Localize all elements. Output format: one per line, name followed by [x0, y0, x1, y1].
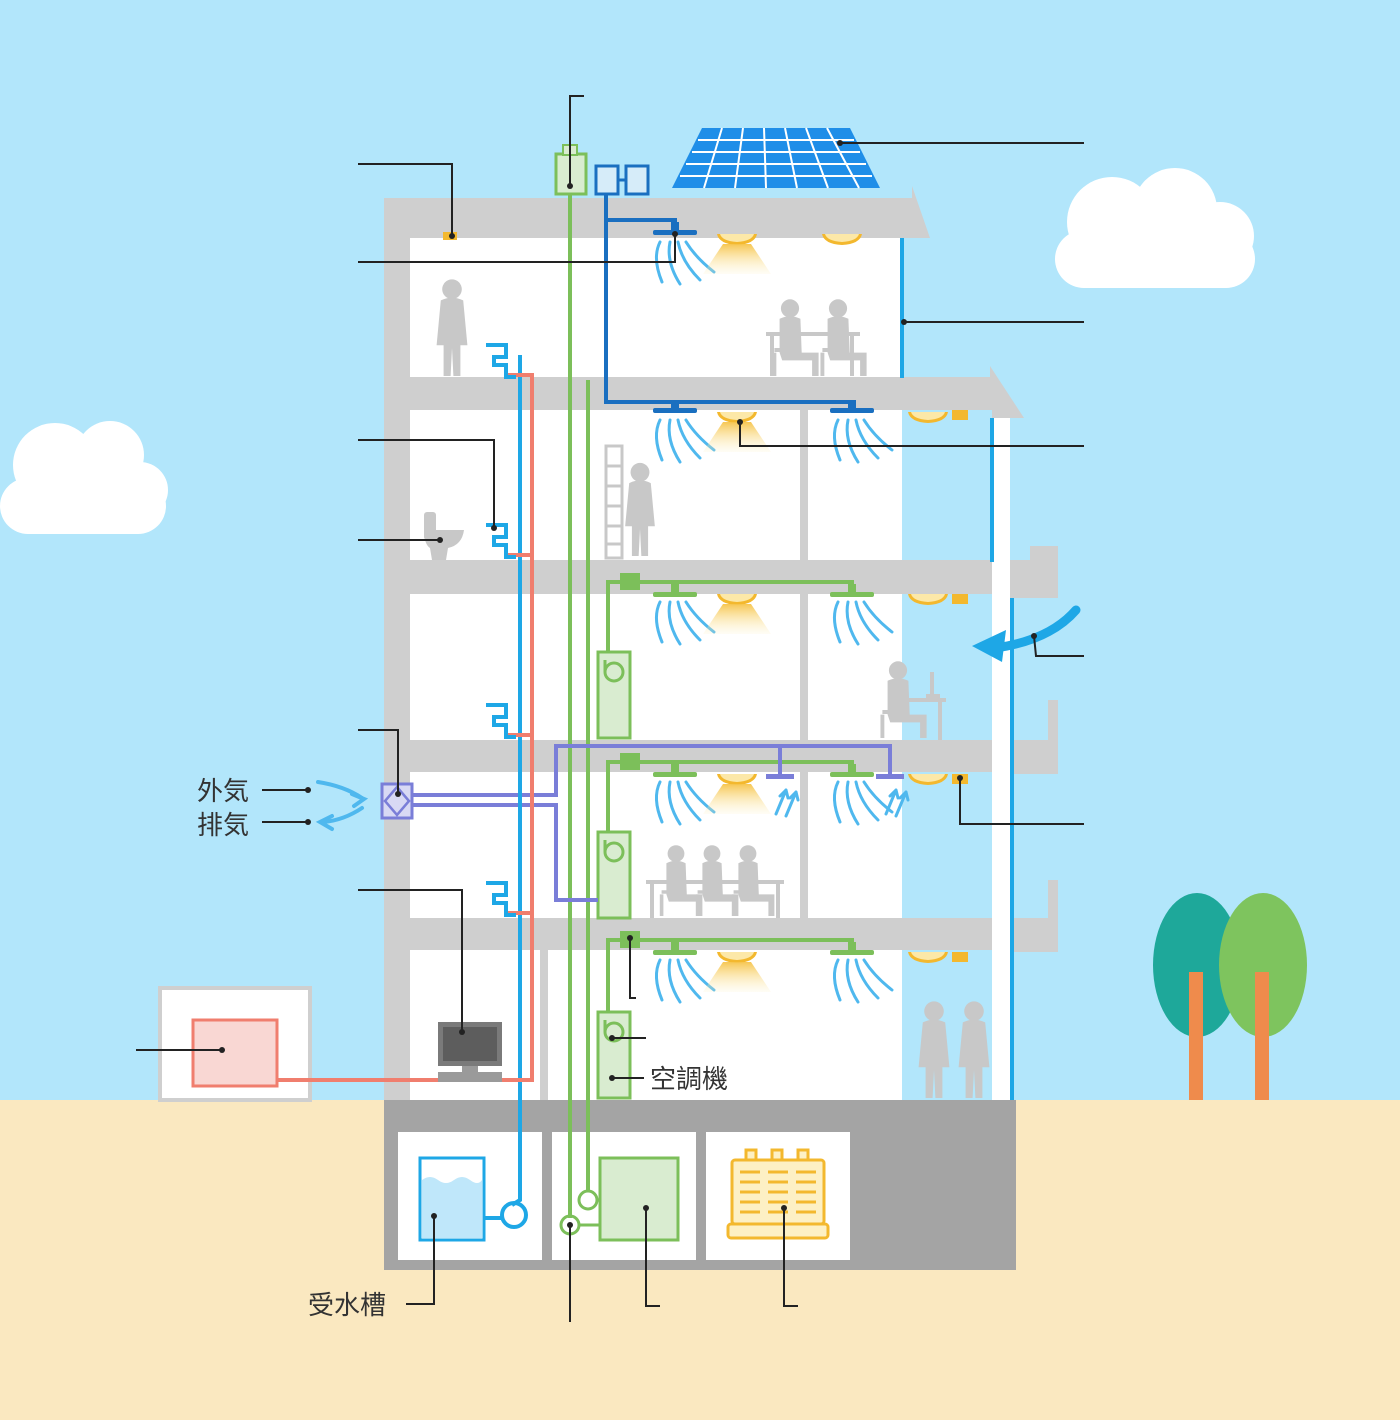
leader-dots: [219, 140, 1037, 1228]
label-water-tank: 受水槽: [308, 1291, 386, 1321]
bookshelf: [604, 444, 624, 560]
intake-exhaust-arrows: [315, 780, 369, 831]
air-handling-units: [596, 650, 632, 1100]
transformer: [726, 1148, 830, 1240]
cloud-right: [1055, 168, 1255, 288]
green-riser: [568, 194, 590, 1218]
leader-lines: [136, 95, 1084, 1322]
green-dampers: [620, 573, 640, 948]
outbuilding: [158, 986, 312, 1102]
cloud-left: [0, 421, 168, 534]
trees: [1153, 893, 1307, 1100]
exhaust-arrows: [774, 788, 910, 818]
exhaust-grilles: [766, 774, 904, 779]
natural-ventilation-arrow: [972, 605, 1081, 662]
toilet: [424, 512, 464, 560]
label-outside-air: 外気: [197, 777, 249, 807]
ventilation-ducts: [412, 744, 892, 902]
water-tank: [418, 1156, 528, 1242]
water-supply-pipe: [510, 355, 522, 1207]
heat-source-unit: [559, 1156, 680, 1242]
computer-terminal: [438, 1022, 502, 1082]
label-air-conditioner: 空調機: [650, 1065, 728, 1095]
solar-panel: [672, 127, 880, 189]
label-exhaust-air: 排気: [197, 811, 249, 841]
